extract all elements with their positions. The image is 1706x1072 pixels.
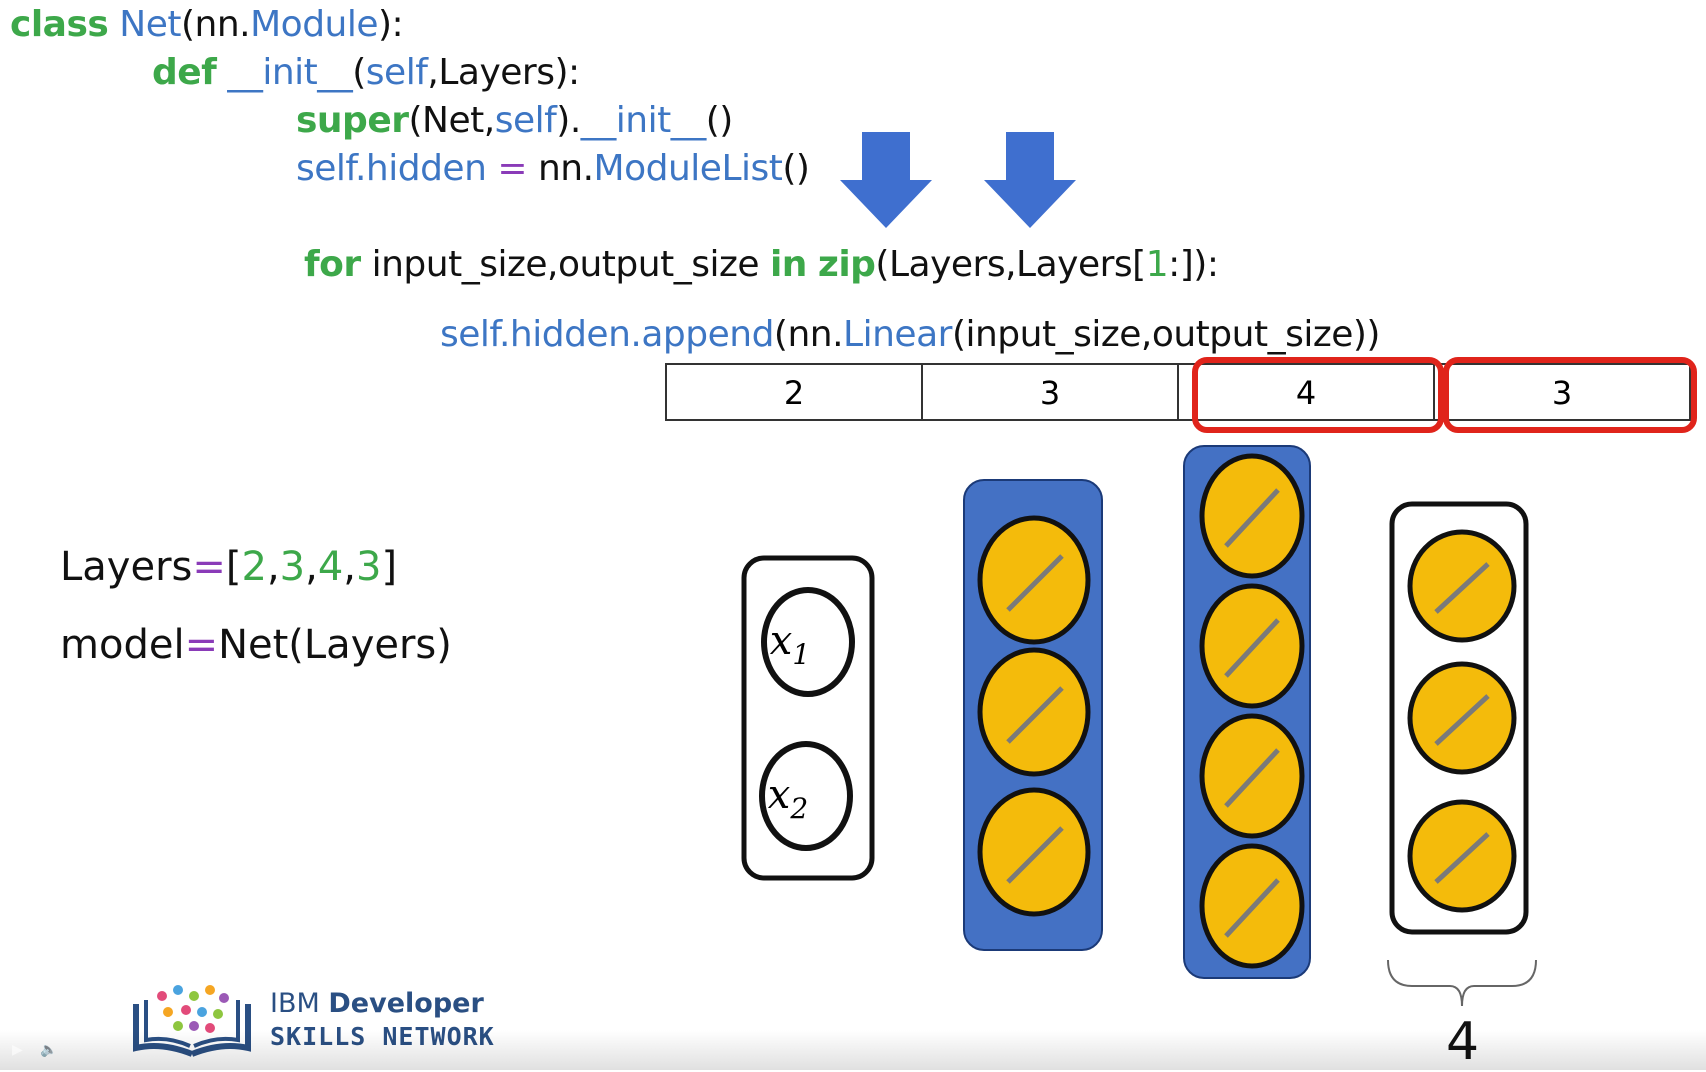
self-ref: self — [494, 100, 557, 141]
init-fn: __init__ — [580, 100, 706, 141]
code-line-append: self.hidden.append(nn.Linear(input_size,… — [440, 314, 1380, 355]
keyword-zip: zip — [817, 244, 876, 285]
model-declaration: model=Net(Layers) — [60, 622, 452, 668]
down-arrow-icon — [840, 132, 932, 228]
hidden-2-neurons — [1199, 453, 1305, 969]
logo-text-developer: IBM Developer — [270, 988, 484, 1019]
code-line-modulelist: self.hidden = nn.ModuleList() — [296, 148, 810, 189]
video-player-bar[interactable]: ▶ 🔈 — [0, 1030, 1706, 1070]
logo-text-skills-network: SKILLS NETWORK — [270, 1022, 495, 1051]
assign-op: = — [184, 622, 219, 668]
base-class: Module — [250, 4, 379, 45]
code-text: (nn. — [180, 4, 251, 45]
input-label-x1: x1 — [770, 618, 810, 671]
assign-op: = — [192, 544, 226, 590]
self-ref: self — [365, 52, 428, 93]
code-line-def: def __init__(self,Layers): — [152, 52, 580, 93]
down-arrow-icon — [984, 132, 1076, 228]
layers-name: Layers — [60, 544, 193, 590]
volume-icon[interactable]: 🔈 — [40, 1042, 58, 1058]
play-icon[interactable]: ▶ — [12, 1042, 23, 1058]
layer-val-0: 2 — [241, 544, 267, 590]
code-text: () — [782, 148, 810, 189]
input-neuron — [759, 741, 853, 851]
keyword-super: super — [296, 100, 409, 141]
self-ref: self — [296, 148, 355, 189]
code-text: ): — [378, 4, 404, 45]
code-text: ( — [352, 52, 366, 93]
layer-box-1: 3 — [1040, 374, 1060, 412]
output-neurons — [1407, 529, 1517, 913]
highlight-box-output — [1443, 357, 1697, 433]
code-text: () — [705, 100, 734, 141]
bracket: ] — [381, 544, 398, 590]
brace-icon — [1387, 959, 1537, 1007]
layer-val-3: 3 — [356, 544, 382, 590]
highlight-box-input — [1192, 357, 1444, 433]
code-text: input_size,output_size — [360, 244, 770, 285]
modulelist-class: ModuleList — [593, 148, 783, 189]
code-line-super: super(Net,self).__init__() — [296, 100, 733, 141]
ibm-book-logo-icon — [133, 985, 251, 1057]
code-text: (Layers,Layers[ — [875, 244, 1146, 285]
hidden-layer-2 — [1183, 445, 1311, 979]
self-ref: self — [440, 314, 499, 355]
layers-declaration: Layers=[2,3,4,3] — [60, 544, 398, 590]
model-name: model — [60, 622, 185, 668]
layer-box-3: 3 — [1552, 374, 1572, 412]
layer-boxes: 2 3 4 3 — [665, 363, 1691, 421]
code-text: ). — [556, 100, 581, 141]
assign-op: = — [486, 148, 538, 189]
code-text: nn. — [537, 148, 594, 189]
append-call: .hidden.append — [498, 314, 774, 355]
class-name: Net — [119, 4, 181, 45]
hidden-attr: .hidden — [354, 148, 487, 189]
layer-box-0: 2 — [784, 374, 804, 412]
code-text: (input_size,output_size)) — [951, 314, 1381, 355]
layer-val-1: 3 — [279, 544, 306, 590]
layer-box-2: 4 — [1296, 374, 1316, 412]
keyword-class: class — [10, 4, 109, 45]
hidden-1-neurons — [977, 515, 1091, 917]
model-call: Net(Layers) — [218, 622, 452, 668]
code-text: ,Layers): — [427, 52, 580, 93]
layer-val-2: 4 — [317, 544, 344, 590]
code-text: (nn. — [773, 314, 844, 355]
code-text: (Net, — [408, 100, 496, 141]
bracket: [ — [225, 544, 242, 590]
code-line-class: class Net(nn.Module): — [10, 4, 404, 45]
code-line-for: for input_size,output_size in zip(Layers… — [304, 244, 1219, 285]
input-label-x2: x2 — [768, 772, 808, 825]
code-text: :]): — [1168, 244, 1219, 285]
linear-class: Linear — [843, 314, 952, 355]
slice-index: 1 — [1145, 244, 1169, 285]
keyword-for: for — [304, 244, 361, 285]
keyword-in: in — [769, 244, 807, 285]
keyword-def: def — [152, 52, 217, 93]
input-neuron — [761, 587, 855, 697]
brace-label: 4 — [1446, 1012, 1479, 1072]
init-fn: __init__ — [227, 52, 353, 93]
